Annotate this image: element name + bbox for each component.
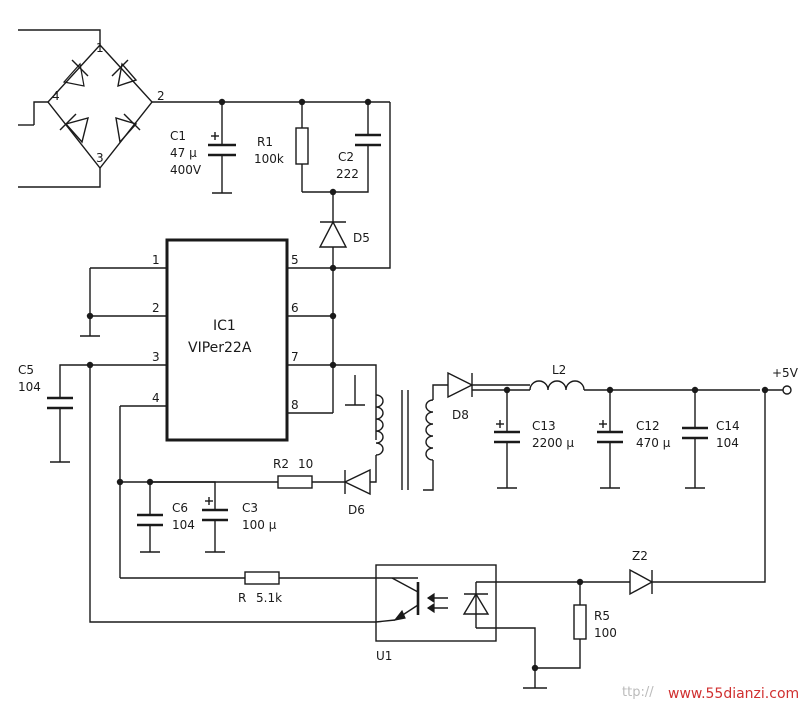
capacitor-c5: C5 104: [18, 361, 94, 463]
drain-bus: [329, 264, 337, 413]
diode-d5: D5: [318, 192, 370, 268]
c12-ref: C12: [636, 419, 660, 433]
capacitor-c1: C1 47 μ 400V: [170, 102, 236, 194]
capacitor-c3: C3 100 μ: [150, 481, 277, 553]
c1-ref: C1: [170, 129, 186, 143]
watermark-site: www.55dianzi.com: [668, 686, 799, 702]
bridge-diode-2: [111, 59, 138, 88]
optocoupler-u1: U1: [375, 564, 497, 663]
c14-value: 104: [716, 436, 739, 450]
ic1-part: VIPer22A: [188, 340, 252, 356]
c1-value: 47 μ: [170, 146, 197, 160]
capacitor-c6: C6 104: [137, 482, 195, 553]
zener-z2: Z2: [629, 390, 766, 596]
ic1-pin-2: 2: [152, 301, 160, 315]
ic1-pin-4: 4: [152, 391, 160, 405]
bridge-rectifier: 1 2 3 4: [18, 29, 190, 188]
transformer: [333, 364, 448, 491]
r2-value: 10: [298, 457, 313, 471]
r5-ref: R5: [594, 609, 610, 623]
capacitor-c12: C12 470 μ: [597, 390, 671, 489]
r5-value: 100: [594, 626, 617, 640]
resistor-r1: R1 100k: [254, 102, 309, 192]
c5-value: 104: [18, 380, 41, 394]
c14-ref: C14: [716, 419, 740, 433]
source-ground: [80, 268, 100, 337]
d8-ref: D8: [452, 408, 469, 422]
capacitor-c2: C2 222: [302, 102, 381, 196]
capacitor-c13: C13 2200 μ: [494, 390, 574, 489]
r2-ref: R2: [273, 457, 289, 471]
z2-ref: Z2: [632, 549, 648, 563]
pin3-feedback-line: [89, 365, 376, 623]
c6-ref: C6: [172, 501, 188, 515]
c2-value: 222: [336, 167, 359, 181]
diode-d8: D8: [447, 371, 474, 422]
capacitor-c14: C14 104: [682, 390, 740, 489]
r-ref: R: [238, 591, 246, 605]
bridge-pin-1: 1: [96, 41, 104, 55]
ic1-ref: IC1: [213, 318, 236, 334]
diode-d6: D6: [312, 468, 377, 517]
ic1-pin-7: 7: [291, 350, 299, 364]
watermark-prefix: ttp://: [622, 685, 654, 700]
u1-ref: U1: [376, 649, 392, 663]
bridge-diode-1: [62, 59, 89, 87]
inductor-l2: L2: [552, 363, 566, 377]
output-rail: +5V: [472, 366, 799, 395]
bridge-diode-4: [115, 113, 141, 144]
r1-ref: R1: [257, 135, 273, 149]
c13-value: 2200 μ: [532, 436, 574, 450]
c13-ref: C13: [532, 419, 556, 433]
r1-value: 100k: [254, 152, 284, 166]
resistor-r: R 5.1k: [120, 571, 376, 605]
ic1-pin-6: 6: [291, 301, 299, 315]
c5-ref: C5: [18, 363, 34, 377]
c3-value: 100 μ: [242, 518, 277, 532]
bridge-pin-2: 2: [157, 89, 165, 103]
ic1-pin-1: 1: [152, 253, 160, 267]
c1-voltage: 400V: [170, 163, 202, 177]
c6-value: 104: [172, 518, 195, 532]
d6-ref: D6: [348, 503, 365, 517]
ic1-pin-8: 8: [291, 398, 299, 412]
d5-ref: D5: [353, 231, 370, 245]
resistor-r5: R5 100: [535, 582, 617, 669]
bridge-pin-4: 4: [52, 89, 60, 103]
c3-ref: C3: [242, 501, 258, 515]
r-value: 5.1k: [256, 591, 282, 605]
output-label: +5V: [772, 366, 799, 380]
ic1-viper22a: IC1 VIPer22A 1 2 3 4 5 6 7 8: [90, 238, 333, 442]
watermark: ttp:// www.55dianzi.com: [622, 685, 799, 702]
c2-ref: C2: [338, 150, 354, 164]
l2-ref: L2: [552, 363, 566, 377]
ic1-pin-5: 5: [291, 253, 299, 267]
ic1-pin-3: 3: [152, 350, 160, 364]
bridge-diode-3: [59, 113, 89, 144]
c12-value: 470 μ: [636, 436, 671, 450]
bridge-pin-3: 3: [96, 151, 104, 165]
